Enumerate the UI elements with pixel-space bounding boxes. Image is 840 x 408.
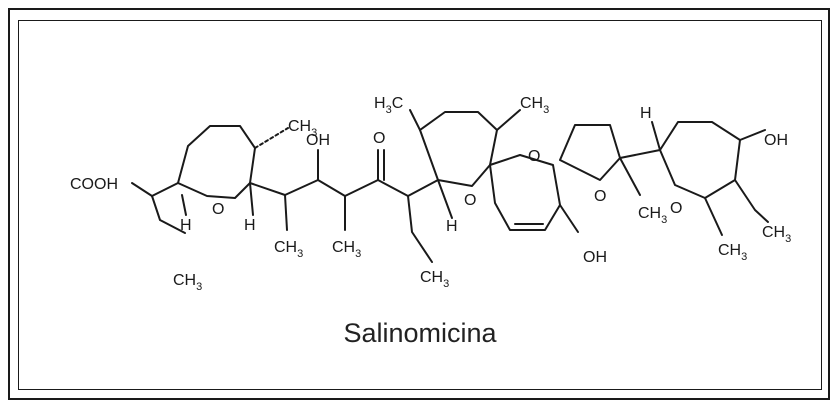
- label-h3c-ring2: H3C: [374, 95, 403, 116]
- label-oh-pyran: OH: [583, 249, 607, 266]
- label-o-spiro: O: [528, 148, 540, 165]
- label-h-ring2: H: [446, 218, 458, 235]
- label-o-ring4: O: [670, 200, 682, 217]
- label-ch3-c1: CH3: [274, 239, 303, 260]
- label-ch3-ring2: CH3: [520, 95, 549, 116]
- compound-name: Salinomicina: [343, 318, 497, 348]
- label-ch3-thf: CH3: [638, 205, 667, 226]
- label-ch3-ethyl-right: CH3: [762, 224, 791, 245]
- label-oh-c2: OH: [306, 132, 330, 149]
- label-h-thf: H: [640, 105, 652, 122]
- label-o-ring1: O: [212, 201, 224, 218]
- label-ch3-c3: CH3: [332, 239, 361, 260]
- label-o-thf: O: [594, 188, 606, 205]
- label-ch3-ethyl-left: CH3: [173, 272, 202, 293]
- outer-frame: [8, 8, 830, 400]
- label-ch3-ethyl-mid: CH3: [420, 269, 449, 290]
- label-cooh: COOH: [70, 176, 118, 193]
- label-h-left: H: [180, 217, 192, 234]
- label-oh-ring4: OH: [764, 132, 788, 149]
- inner-frame: [18, 20, 822, 390]
- label-h-ring1: H: [244, 217, 256, 234]
- label-ch3-ring4: CH3: [718, 242, 747, 263]
- label-ch3-ring1: CH3: [288, 118, 317, 139]
- molecule-bonds: [131, 109, 769, 263]
- atom-labels: COOH CH3 H O H CH3 CH3 OH CH3 O CH3 H3C …: [70, 95, 791, 293]
- label-o-ketone: O: [373, 130, 385, 147]
- label-o-ring2: O: [464, 192, 476, 209]
